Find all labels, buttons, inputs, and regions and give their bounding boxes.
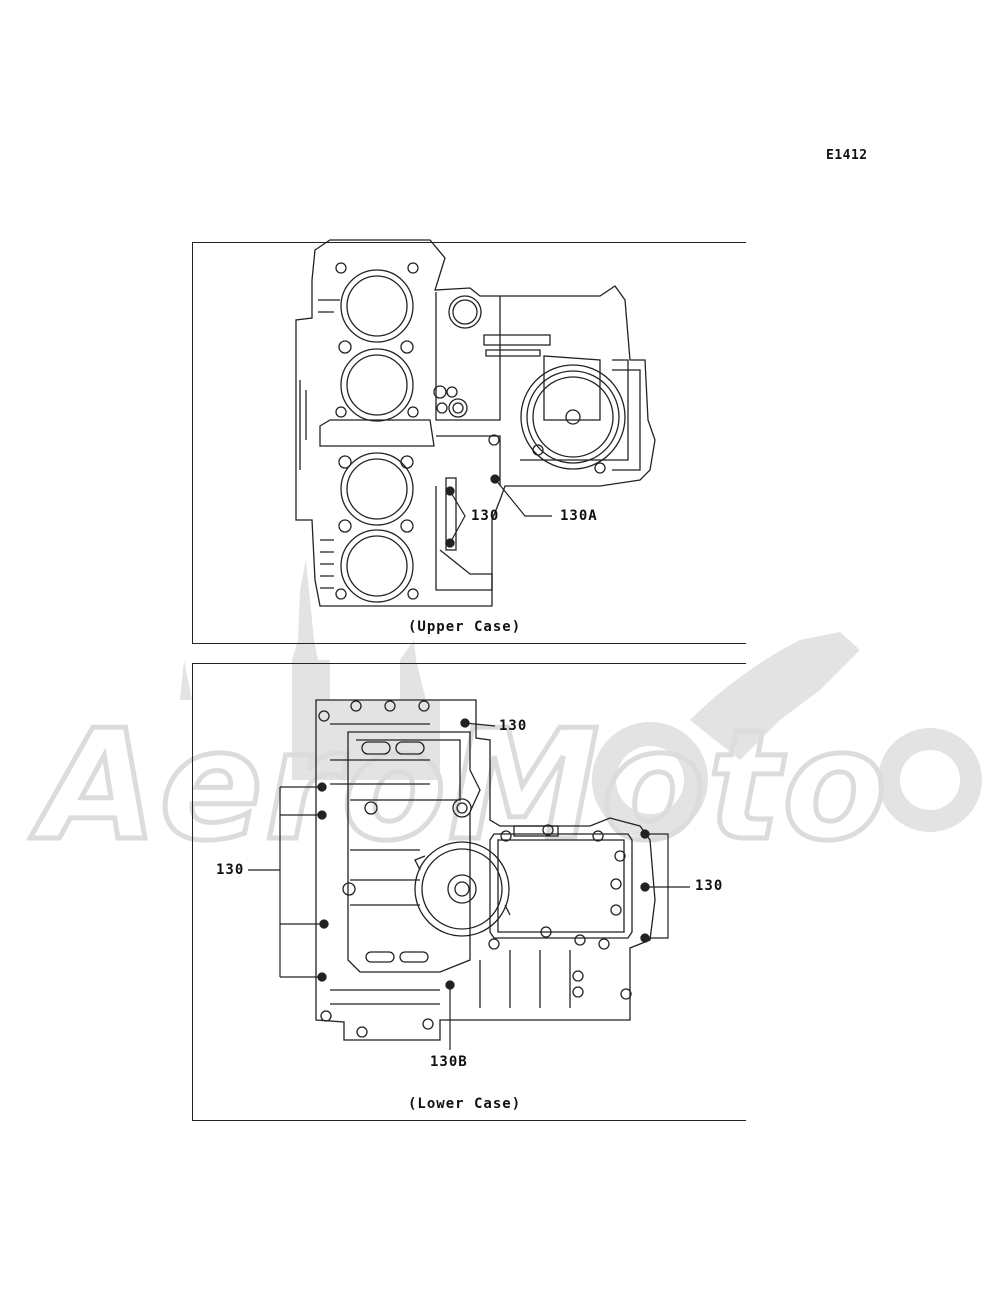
upper-crank-bore (520, 364, 626, 470)
upper-case-panel (192, 242, 746, 644)
lower-case-panel (192, 663, 746, 1121)
upper-bolt-holes (335, 262, 419, 600)
upper-case-outline (295, 239, 656, 607)
lower-case-caption: (Lower Case) (408, 1096, 522, 1112)
upper-case-caption: (Upper Case) (408, 619, 522, 635)
label-130-lower-left: 130 (216, 862, 245, 878)
label-130b-lower: 130B (430, 1054, 468, 1070)
cylinder-bores (340, 269, 414, 603)
leader-130-upper (449, 490, 466, 544)
lower-case-outline (315, 699, 656, 1041)
leader-130a-upper (494, 478, 552, 517)
leader-130-lower-left (248, 786, 324, 978)
lower-crank-bore (414, 841, 510, 937)
leader-130-lower-top (464, 722, 496, 727)
label-130-lower-right: 130 (695, 878, 724, 894)
label-130a-upper: 130A (560, 508, 598, 524)
label-130-lower-top: 130 (499, 718, 528, 734)
diagram-code: E1412 (826, 148, 868, 163)
label-130-upper: 130 (471, 508, 500, 524)
leader-130-lower-right (645, 833, 690, 939)
